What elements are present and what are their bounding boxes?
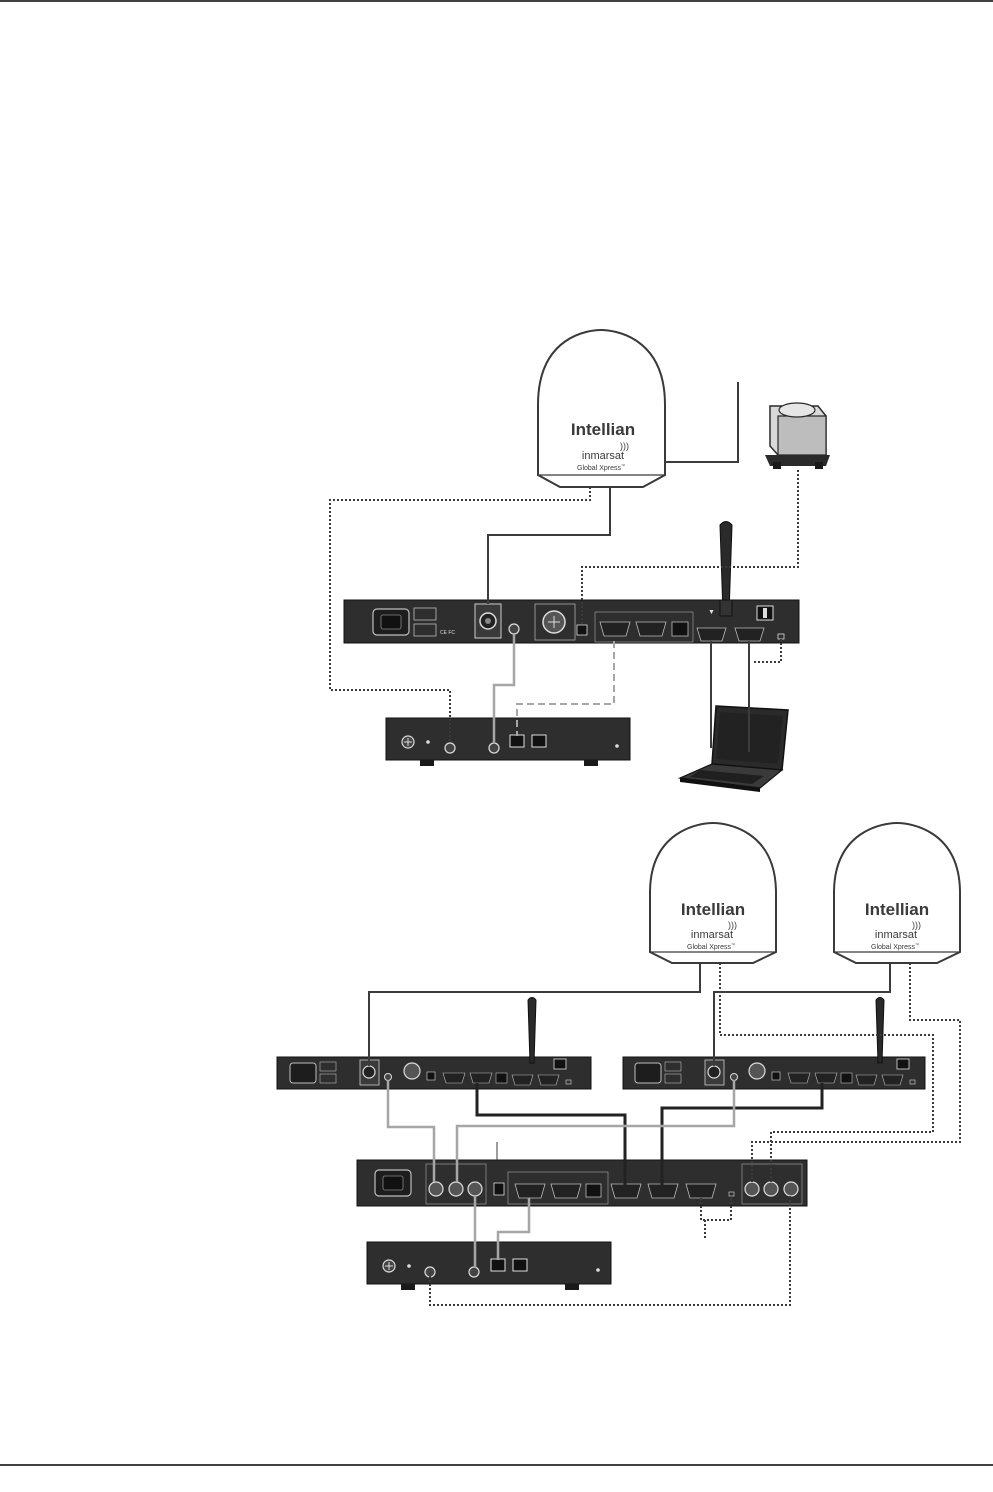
ethernet-port	[576, 624, 588, 636]
sensor-cube	[765, 402, 830, 469]
cable-acu-modem-dashed	[516, 641, 615, 736]
antenna-partner-label: inmarsat	[582, 450, 624, 462]
switch-unit	[356, 1142, 808, 1207]
diagram-single-antenna: Intellian ))) inmarsat Global Xpress™ CE…	[329, 328, 830, 792]
wifi-arc-icon: )))	[620, 441, 629, 451]
cable-switch-modem-serial	[496, 1198, 531, 1260]
trademark-mark: ™	[731, 942, 735, 947]
antenna-service-label: Global Xpress™	[871, 942, 919, 951]
cable-antennaB-acuB	[713, 963, 891, 1066]
cables-diagram-1	[329, 382, 799, 752]
cable-antenna-modem-dotted	[329, 487, 591, 742]
antenna-radome-1: Intellian ))) inmarsat Global Xpress™	[537, 328, 666, 488]
laptop-icon	[677, 705, 789, 792]
wifi-icon: ▼	[708, 609, 715, 616]
antenna-radome-2a: Intellian ))) inmarsat Global Xpress™	[649, 821, 777, 964]
trademark-mark: ™	[915, 942, 919, 947]
cable-acuA-switch-if	[386, 1080, 436, 1182]
antenna-brand-label: Intellian	[681, 900, 745, 919]
ce-fcc-mark: CE FC	[440, 630, 455, 636]
cable-acuA-switch-serial	[475, 1083, 627, 1186]
if-port	[508, 623, 520, 635]
acu-unit-2a	[276, 997, 592, 1090]
cable-sensor-acu-dotted	[581, 470, 799, 625]
cable-antenna-rf	[487, 487, 611, 604]
cable-antennaB-switch-dotted	[751, 963, 961, 1182]
trademark-mark: ™	[621, 463, 625, 468]
acu-unit-2b	[622, 997, 926, 1090]
antenna-partner-label: inmarsat	[691, 929, 733, 941]
antenna-brand-label: Intellian	[571, 420, 635, 439]
antenna-service-label: Global Xpress™	[577, 463, 625, 472]
acu-unit-1: CE FC ▼	[343, 521, 800, 644]
diagram-dual-antenna: Intellian ))) inmarsat Global Xpress™ In…	[276, 821, 961, 1306]
modem-unit-1	[385, 717, 631, 766]
cables-diagram-2	[368, 963, 961, 1306]
antenna-brand-label: Intellian	[865, 900, 929, 919]
cable-acuB-switch-serial	[660, 1083, 824, 1186]
cable-antenna-sensor	[665, 382, 739, 463]
cable-antennaA-acuA	[368, 963, 701, 1066]
cable-antennaA-switch-dotted	[719, 963, 934, 1182]
antenna-service-label: Global Xpress™	[687, 942, 735, 951]
cable-modem-switch-dotted	[429, 1196, 791, 1306]
cable-switch-loop-dotted	[700, 1196, 732, 1221]
cable-acu-modem-gray	[492, 634, 516, 744]
cable-acuB-switch-if	[455, 1080, 736, 1182]
wifi-arc-icon: )))	[912, 920, 921, 930]
wifi-arc-icon: )))	[728, 920, 737, 930]
antenna-partner-label: inmarsat	[875, 929, 917, 941]
modem-unit-2	[366, 1241, 612, 1290]
antenna-radome-2b: Intellian ))) inmarsat Global Xpress™	[833, 821, 961, 964]
